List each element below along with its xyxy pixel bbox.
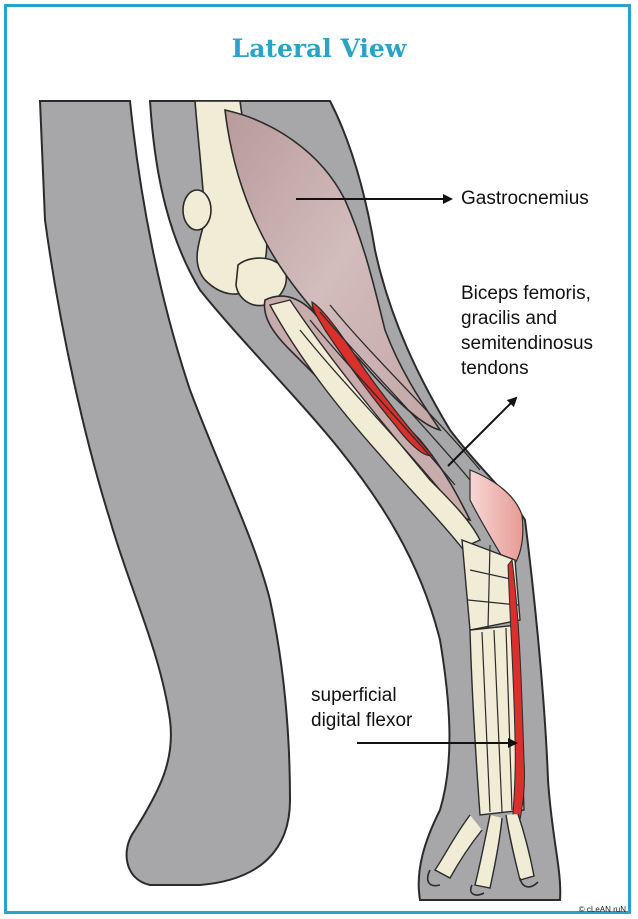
biceps-label-line2: gracilis and: [461, 306, 593, 331]
sdf-label-line2: digital flexor: [311, 708, 412, 733]
patella-bone: [183, 190, 211, 230]
diagram-title: Lateral View: [0, 34, 638, 63]
biceps-label-line4: tendons: [461, 356, 593, 381]
sdf-label-line1: superficial: [311, 683, 412, 708]
gastrocnemius-label: Gastrocnemius: [461, 186, 589, 211]
gastrocnemius-label-text: Gastrocnemius: [461, 188, 589, 209]
biceps-label: Biceps femoris, gracilis and semitendino…: [461, 281, 593, 381]
biceps-label-line3: semitendinosus: [461, 331, 593, 356]
credit-text: © cLeAN ruN: [579, 905, 626, 914]
biceps-arrow: [448, 398, 516, 466]
sdf-label: superficial digital flexor: [311, 683, 412, 733]
biceps-label-line1: Biceps femoris,: [461, 281, 593, 306]
